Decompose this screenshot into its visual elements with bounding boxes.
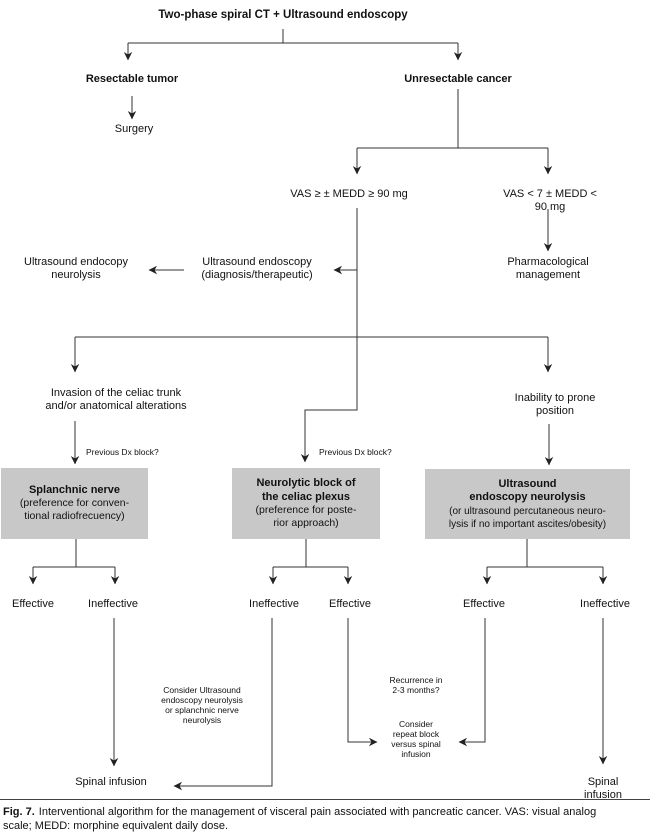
label-previous-dx-block-left: Previous Dx block?	[86, 447, 159, 457]
box-ultrasound-title: Ultrasound endoscopy neurolysis	[469, 477, 586, 504]
label-recurrence: Recurrence in 2-3 months?	[389, 675, 443, 695]
outcome-effective-1: Effective	[12, 598, 54, 610]
node-spinal-infusion-right: Spinal infusion	[584, 776, 622, 801]
outcome-ineffective-3: Ineffective	[580, 598, 630, 610]
node-surgery: Surgery	[114, 123, 154, 135]
node-resectable-tumor: Resectable tumor	[85, 73, 179, 85]
box-ultrasound-neurolysis: Ultrasound endoscopy neurolysis (or ultr…	[425, 469, 630, 539]
label-consider-us-neurolysis: Consider Ultrasound endoscopy neurolysis…	[161, 685, 243, 725]
node-pharmacological-management: Pharmacological management	[507, 256, 589, 281]
box-neurolytic-block: Neurolytic block of the celiac plexus (p…	[232, 468, 380, 539]
node-inability-prone-position: Inability to prone position	[514, 392, 596, 417]
label-consider-repeat-block: Consider repeat block versus spinal infu…	[391, 719, 441, 759]
node-us-endoscopy-diagnostic: Ultrasound endoscopy (diagnosis/therapeu…	[201, 256, 313, 281]
outcome-ineffective-1: Ineffective	[88, 598, 138, 610]
edge-root-split	[128, 29, 458, 44]
node-vas-low: VAS < 7 ± MEDD < 90 mg	[503, 188, 597, 213]
node-spinal-infusion-left: Spinal infusion	[75, 776, 147, 788]
node-unresectable-cancer: Unresectable cancer	[404, 73, 512, 85]
outcome-effective-2: Effective	[329, 598, 371, 610]
figure-caption: Fig. 7.Interventional algorithm for the …	[3, 805, 648, 833]
edge-ineff2-to-spinal	[173, 618, 273, 791]
node-invasion-celiac-trunk: Invasion of the celiac trunk and/or anat…	[45, 387, 187, 412]
box-ultrasound-body: (or ultrasound percutaneous neuro- lysis…	[448, 505, 607, 530]
outcome-effective-3: Effective	[463, 598, 505, 610]
caption-figure-label: Fig. 7.	[3, 806, 35, 818]
box-splanchnic-nerve: Splanchnic nerve (preference for conven-…	[1, 468, 148, 539]
caption-divider	[0, 799, 650, 800]
outcome-ineffective-2: Ineffective	[249, 598, 299, 610]
box-splanchnic-body: (preference for conven- tional radiofrec…	[19, 497, 130, 523]
box-neurolytic-title: Neurolytic block of the celiac plexus	[256, 477, 356, 503]
edge-unresectable-split	[357, 89, 548, 149]
edge-usneuro-split	[487, 539, 603, 568]
edge-neurolytic-split	[273, 539, 348, 568]
box-splanchnic-title: Splanchnic nerve	[28, 483, 121, 496]
edge-splanchnic-split	[33, 539, 115, 568]
label-previous-dx-block-middle: Previous Dx block?	[319, 447, 392, 457]
node-us-endoscopy-neurolysis: Ultrasound endocopy neurolysis	[24, 256, 128, 281]
caption-text: Interventional algorithm for the managem…	[3, 806, 597, 832]
edge-eff2-to-repeat	[347, 618, 378, 747]
node-root: Two-phase spiral CT + Ultrasound endosco…	[158, 9, 408, 21]
edge-eff3-to-repeat	[458, 618, 486, 747]
edge-trunk-to-neurolytic	[300, 208, 358, 463]
node-vas-high: VAS ≥ ± MEDD ≥ 90 mg	[290, 188, 408, 200]
box-neurolytic-body: (preference for poste- rior approach)	[255, 504, 357, 529]
